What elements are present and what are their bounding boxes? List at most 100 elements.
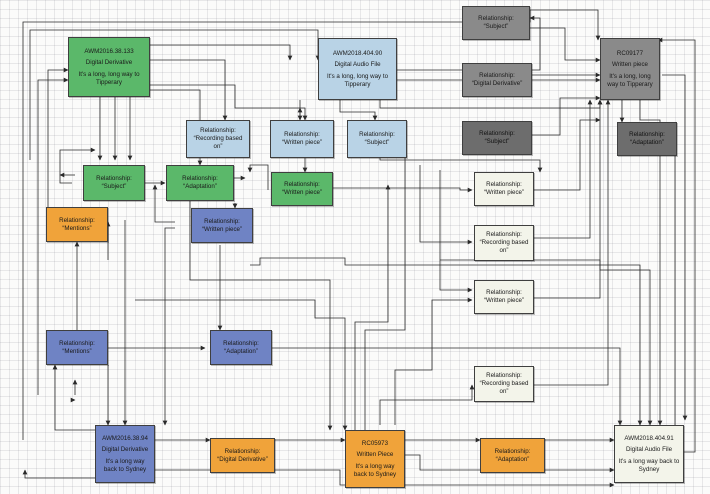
relationship-label: “Recording based on” [479, 239, 529, 254]
relationship-prefix: Relationship: [59, 216, 95, 224]
connector [135, 299, 348, 431]
connector [657, 147, 676, 425]
relationship-written-piece-blue[interactable]: Relationship: “Written piece” [191, 208, 253, 243]
connector [657, 37, 696, 453]
entity-title: It's a long, long way to Tipperary [326, 73, 389, 88]
relationship-subject-top[interactable]: Relationship: “Subject” [462, 6, 530, 40]
relationship-written-piece-cream-2[interactable]: Relationship: “Written piece” [474, 280, 534, 314]
relationship-label: “Subject” [483, 23, 509, 30]
entity-title: It's a long way back to Sydney [618, 458, 680, 473]
relationship-adaptation-blue[interactable]: Relationship: “Adaptation” [210, 330, 272, 365]
relationship-prefix: Relationship: [494, 447, 531, 455]
connector [150, 59, 228, 121]
connector [22, 469, 95, 479]
relationship-label: “Subject” [101, 183, 127, 190]
relationship-mentions-orange[interactable]: Relationship: “Mentions” [46, 207, 108, 242]
connector [379, 99, 603, 109]
connector [532, 95, 601, 136]
relationship-label: “Adaptation” [183, 183, 217, 190]
relationship-prefix: Relationship: [284, 181, 320, 189]
connector [52, 364, 95, 431]
relationship-label: “Mentions” [62, 347, 92, 355]
relationship-prefix: Relationship: [182, 175, 218, 183]
entity-awm2018-404-90[interactable]: AWM2018.404.90 Digital Audio File It's a… [318, 38, 397, 100]
entity-rc05973[interactable]: RC05973 Written Piece It's a long way ba… [345, 430, 405, 488]
connector [333, 187, 473, 193]
relationship-label: “Written piece” [483, 297, 525, 304]
entity-awm2018-404-91[interactable]: AWM2018.404.91 Digital Audio File It's a… [614, 425, 684, 483]
entity-type: Digital Derivative [85, 59, 133, 67]
relationship-label: “Adaptation” [224, 347, 258, 355]
relationship-label: “Digital Derivative” [471, 80, 523, 87]
relationship-label: “Recording based on” [193, 135, 243, 150]
entity-rc09177[interactable]: RC09177 Written piece It's a long, long … [600, 38, 660, 100]
connector [534, 117, 601, 191]
entity-id: RC05973 [361, 439, 389, 447]
relationship-subject-gray[interactable]: Relationship: “Subject” [462, 121, 532, 155]
relationship-label: “Written piece” [483, 189, 525, 196]
connector [530, 27, 601, 63]
relationship-prefix: Relationship: [223, 339, 259, 347]
relationship-prefix: Relationship: [359, 131, 395, 139]
relationship-prefix: Relationship: [486, 181, 522, 189]
relationship-prefix: Relationship: [486, 289, 522, 297]
relationship-label: “Digital Derivative” [217, 455, 268, 463]
relationship-adaptation-gray[interactable]: Relationship: “Adaptation” [617, 122, 677, 156]
entity-type: Written piece [612, 61, 648, 69]
connector [162, 227, 175, 426]
connector [379, 384, 475, 425]
connector [247, 164, 269, 190]
relationship-digital-derivative-orange[interactable]: Relationship: “Digital Derivative” [210, 438, 275, 473]
relationship-label: “Mentions” [62, 224, 92, 232]
relationship-prefix: Relationship: [478, 15, 514, 23]
relationship-label: “Recording based on” [479, 380, 529, 395]
entity-type: Digital Audio File [334, 61, 381, 69]
entity-id: AWM2018.404.90 [332, 49, 383, 57]
connector [440, 259, 653, 426]
relationship-prefix: Relationship: [224, 447, 261, 455]
relationship-label: “Adaptation” [495, 455, 530, 463]
relationship-prefix: Relationship: [284, 131, 320, 139]
relationship-prefix: Relationship: [629, 131, 665, 139]
relationship-written-piece-cream-1[interactable]: Relationship: “Written piece” [474, 172, 534, 206]
relationship-digital-derivative[interactable]: Relationship: “Digital Derivative” [462, 63, 532, 97]
entity-title: It's a long way back to Sydney [103, 458, 147, 473]
relationship-prefix: Relationship: [486, 231, 522, 239]
entity-id: AWM2018.404.91 [624, 434, 674, 442]
relationship-adaptation-orange[interactable]: Relationship: “Adaptation” [480, 438, 545, 473]
connector [150, 44, 293, 61]
connector [394, 297, 473, 425]
relationship-subject-lblue[interactable]: Relationship: “Subject” [347, 120, 407, 158]
entity-title: It's a long, long way to Tipperary [78, 71, 140, 86]
relationship-prefix: Relationship: [96, 175, 132, 183]
connector [364, 151, 408, 430]
relationship-label: “Written piece” [281, 139, 323, 146]
relationship-adaptation-green[interactable]: Relationship: “Adaptation” [166, 165, 234, 201]
entity-title: It's a long way back to Sydney [353, 463, 397, 478]
relationship-label: “Subject” [484, 138, 510, 145]
entity-title: It's a long, long way to Tipperary [607, 73, 653, 88]
entity-id: AWM2016.38.94 [102, 434, 148, 442]
entity-id: AWM2016.38.133 [84, 47, 134, 55]
connector [439, 170, 473, 293]
connector [339, 100, 378, 121]
relationship-prefix: Relationship: [59, 339, 95, 347]
relationship-recording-based-on-lblue[interactable]: Relationship: “Recording based on” [186, 120, 250, 158]
relationship-written-piece-green[interactable]: Relationship: “Written piece” [271, 172, 333, 206]
relationship-written-piece-lblue[interactable]: Relationship: “Written piece” [270, 120, 334, 158]
connector [354, 184, 391, 430]
entity-awm2016-38-94[interactable]: AWM2016.38.94 Digital Derivative It's a … [95, 425, 155, 483]
relationship-mentions-blue[interactable]: Relationship: “Mentions” [46, 330, 108, 365]
relationship-subject-green[interactable]: Relationship: “Subject” [83, 165, 145, 201]
entity-type: Digital Audio File [625, 446, 673, 454]
connector [272, 347, 623, 426]
relationship-label: “Adaptation” [630, 139, 664, 146]
relationship-recording-based-on-cream-2[interactable]: Relationship: “Recording based on” [474, 366, 534, 402]
relationship-recording-based-on-cream-1[interactable]: Relationship: “Recording based on” [474, 225, 534, 261]
relationship-prefix: Relationship: [204, 217, 240, 225]
connector [419, 165, 473, 245]
entity-awm2016-38-133[interactable]: AWM2016.38.133 Digital Derivative It's a… [68, 37, 150, 97]
entity-type: Digital Derivative [101, 446, 149, 454]
relationship-label: “Written piece” [281, 189, 323, 196]
